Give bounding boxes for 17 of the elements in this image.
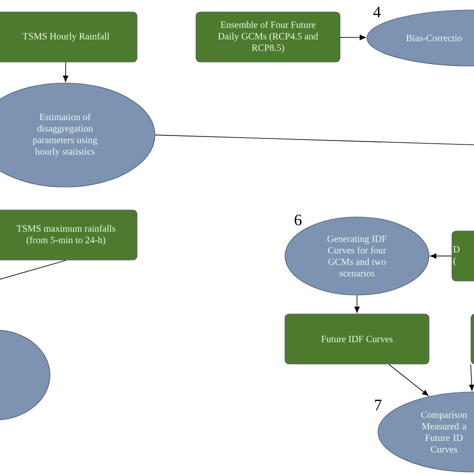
step-number: 7	[375, 400, 382, 410]
arrow	[340, 34, 366, 40]
step-number: 6	[294, 214, 302, 226]
process-box: Future IDF Curves	[284, 314, 430, 364]
process-box: TSMS Hourly Rainfall	[0, 12, 138, 62]
arrow	[469, 364, 474, 391]
process-box: D (	[452, 230, 474, 282]
process-box: TSMS maximum rainfalls (from 5-min to 24-h)	[0, 210, 138, 260]
arrow	[354, 294, 360, 313]
arrow	[388, 364, 428, 396]
arrow	[430, 253, 452, 259]
step-number: 4	[373, 6, 381, 18]
connector-line	[154, 134, 474, 146]
process-box: Ensemble of Four Future Daily GCMs (RCP4.5 and RCP8.5)	[196, 12, 340, 62]
connector-line	[0, 260, 66, 282]
process-box	[470, 314, 474, 364]
arrow	[62, 62, 68, 82]
